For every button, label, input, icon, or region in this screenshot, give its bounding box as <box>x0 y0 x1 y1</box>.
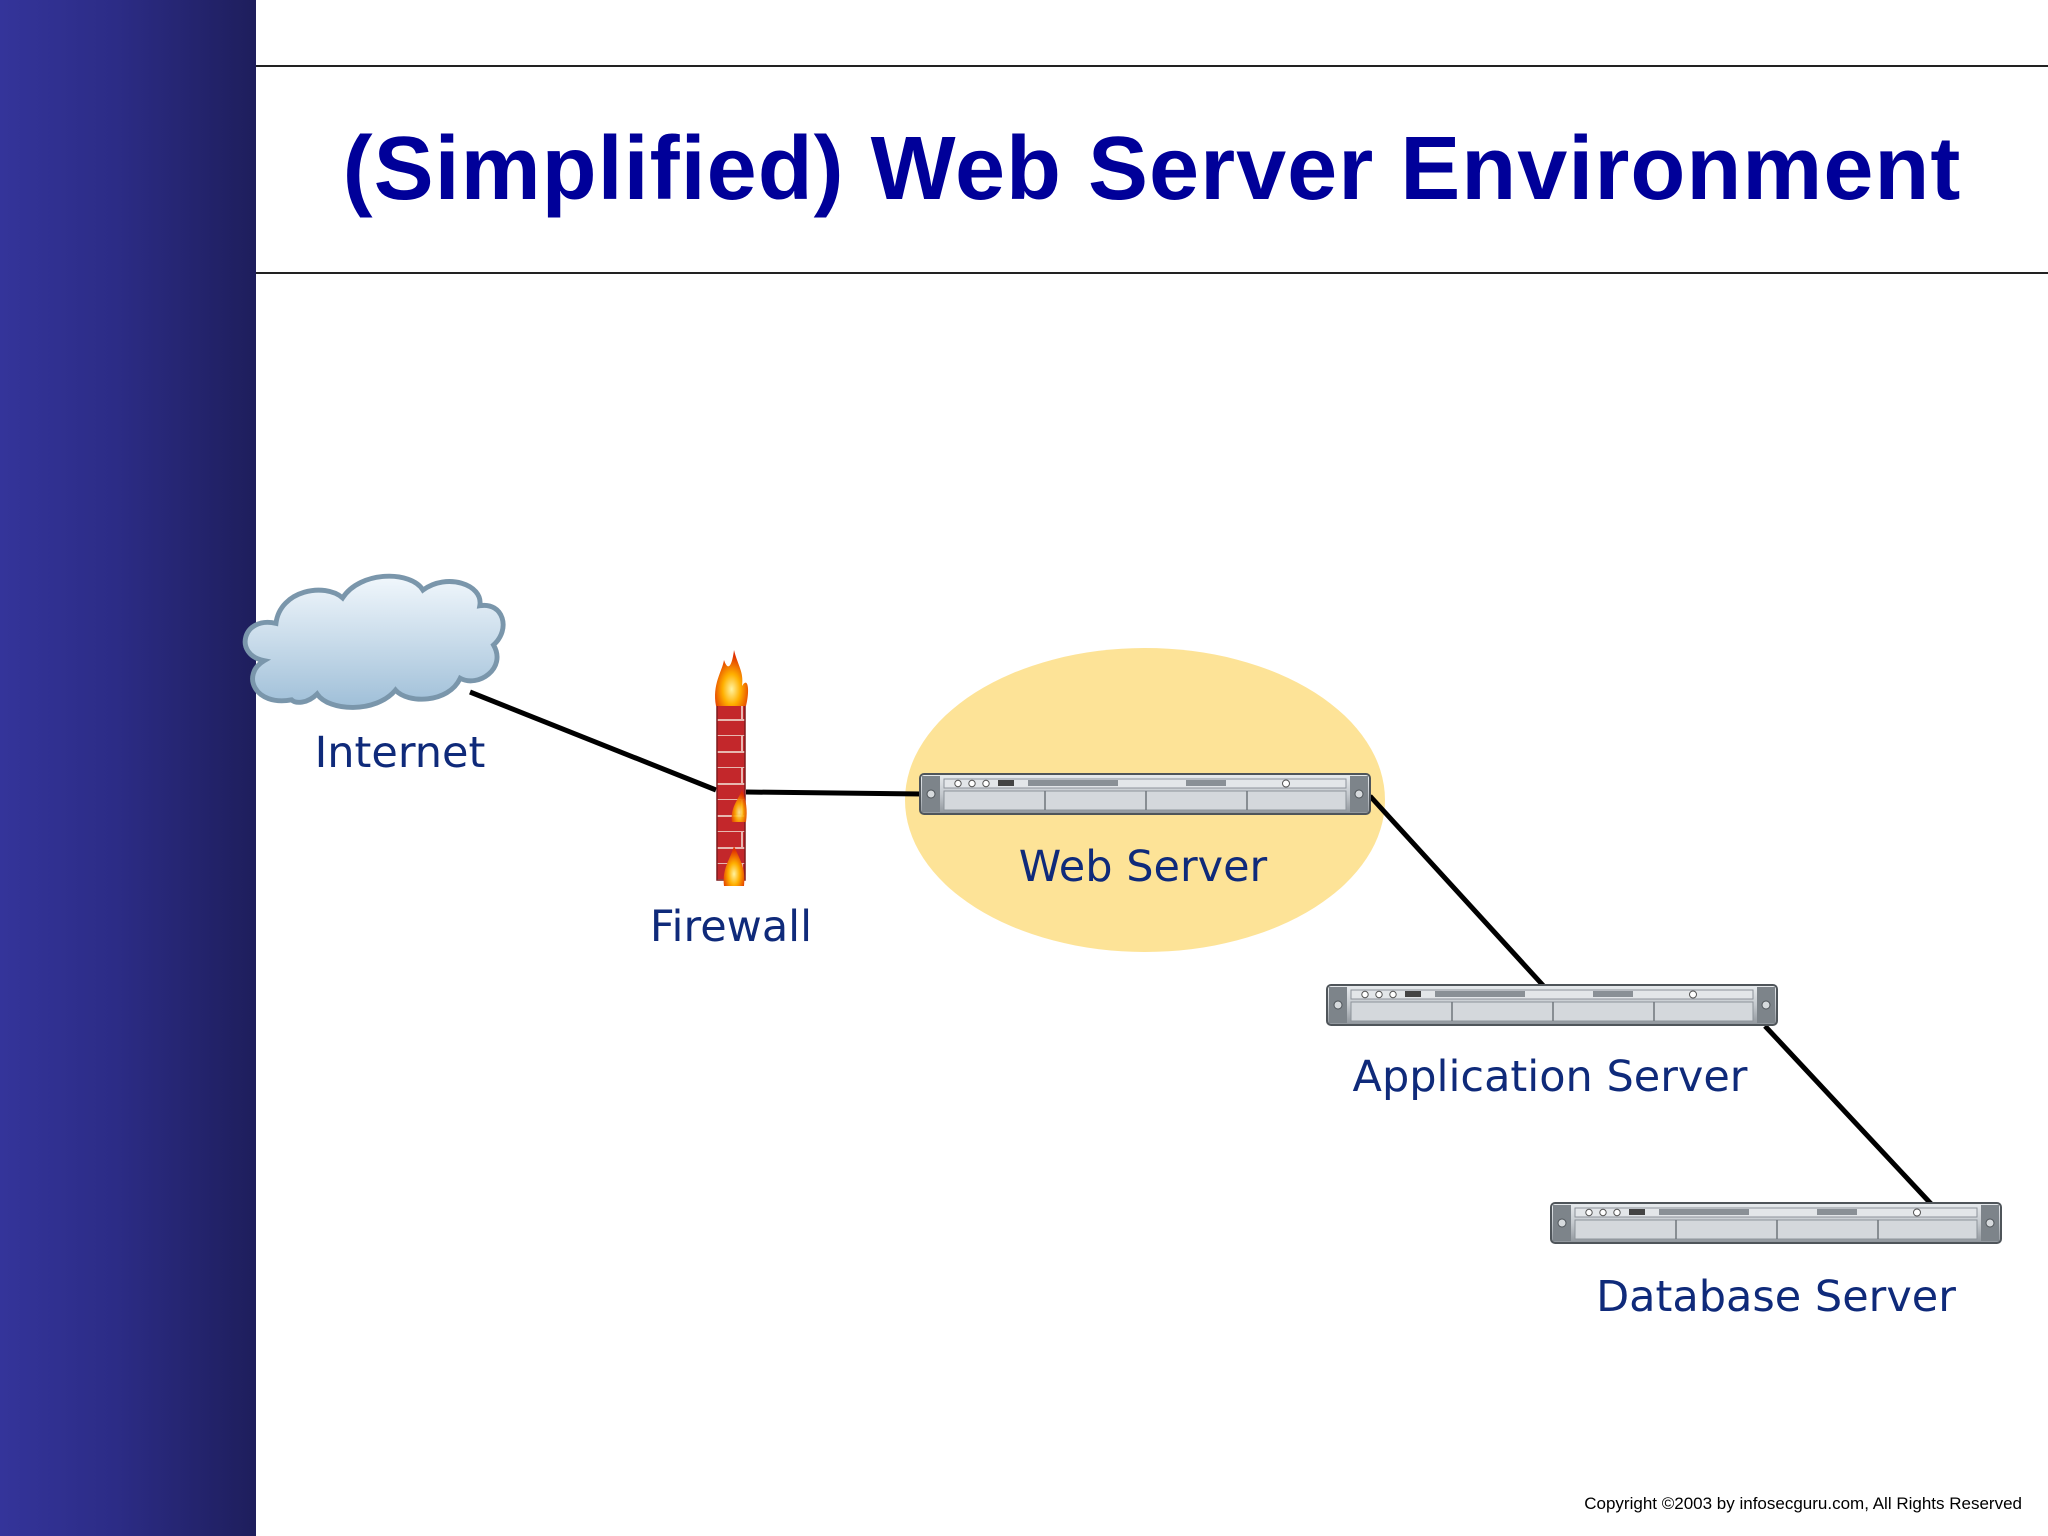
cloud-icon <box>242 573 506 710</box>
web-server-icon <box>919 773 1371 815</box>
sidebar-gradient <box>0 0 256 1536</box>
title-top-rule <box>256 65 2048 67</box>
application-server-label: Application Server <box>1352 1052 1748 1102</box>
database-server-icon <box>1550 1202 2002 1244</box>
link-appserver-dbserver <box>1763 1024 1936 1209</box>
web-server-label: Web Server <box>1018 842 1268 892</box>
internet-label: Internet <box>314 728 486 778</box>
copyright-notice: Copyright ©2003 by infosecguru.com, All … <box>1584 1494 2022 1513</box>
title-bottom-rule <box>256 272 2048 274</box>
database-server-label: Database Server <box>1596 1272 1956 1322</box>
firewall-label: Firewall <box>649 902 813 952</box>
firewall-icon <box>715 650 749 886</box>
slide-title: (Simplified) Web Server Environment <box>342 119 1962 219</box>
application-server-icon <box>1326 984 1778 1026</box>
link-webserver-appserver <box>1368 794 1552 995</box>
link-internet-firewall <box>469 689 717 793</box>
link-firewall-webserver <box>745 789 923 797</box>
